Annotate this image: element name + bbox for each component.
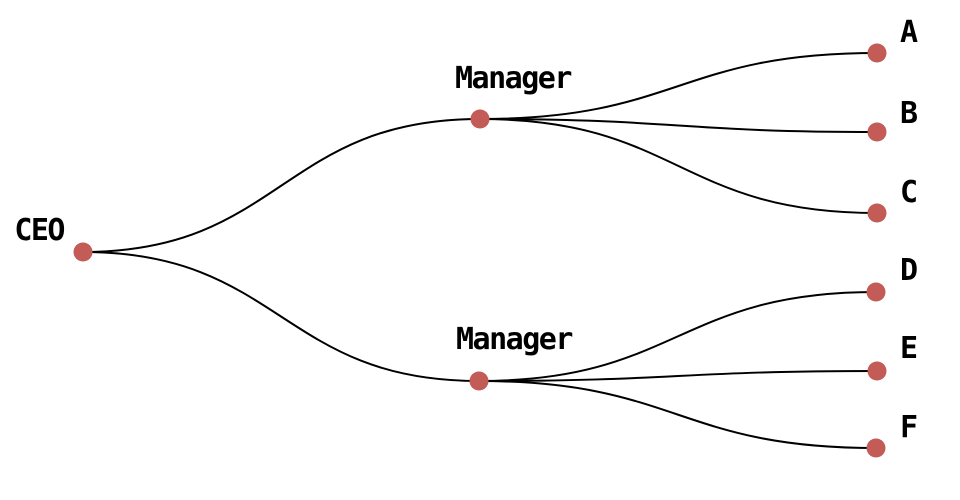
- node-label-manager-2: Manager: [456, 322, 572, 357]
- node-dot-manager-2[interactable]: [469, 371, 489, 391]
- node-label-d: D: [900, 253, 917, 288]
- node-label-c: C: [900, 175, 917, 210]
- node-label-b: B: [900, 96, 917, 131]
- node-dot-ceo[interactable]: [73, 242, 93, 262]
- node-label-a: A: [900, 15, 918, 50]
- link-manager-2-f: [478, 380, 877, 449]
- link-ceo-manager-2: [82, 251, 480, 382]
- node-dot-f[interactable]: [866, 438, 886, 458]
- node-label-f: F: [900, 410, 917, 445]
- node-dot-manager-1[interactable]: [470, 109, 490, 129]
- node-label-e: E: [900, 331, 917, 366]
- link-manager-2-d: [478, 291, 877, 382]
- node-dot-a[interactable]: [867, 43, 887, 63]
- node-dot-e[interactable]: [867, 361, 887, 381]
- link-manager-1-a: [479, 52, 878, 120]
- link-manager-1-b: [479, 118, 878, 133]
- link-manager-1-c: [479, 118, 878, 214]
- node-dot-d[interactable]: [866, 282, 886, 302]
- node-label-ceo: CEO: [14, 213, 64, 248]
- node-dot-b[interactable]: [867, 122, 887, 142]
- node-label-manager-1: Manager: [455, 61, 571, 96]
- link-manager-2-e: [478, 370, 878, 382]
- link-ceo-manager-1: [82, 118, 481, 253]
- node-dot-c[interactable]: [867, 203, 887, 223]
